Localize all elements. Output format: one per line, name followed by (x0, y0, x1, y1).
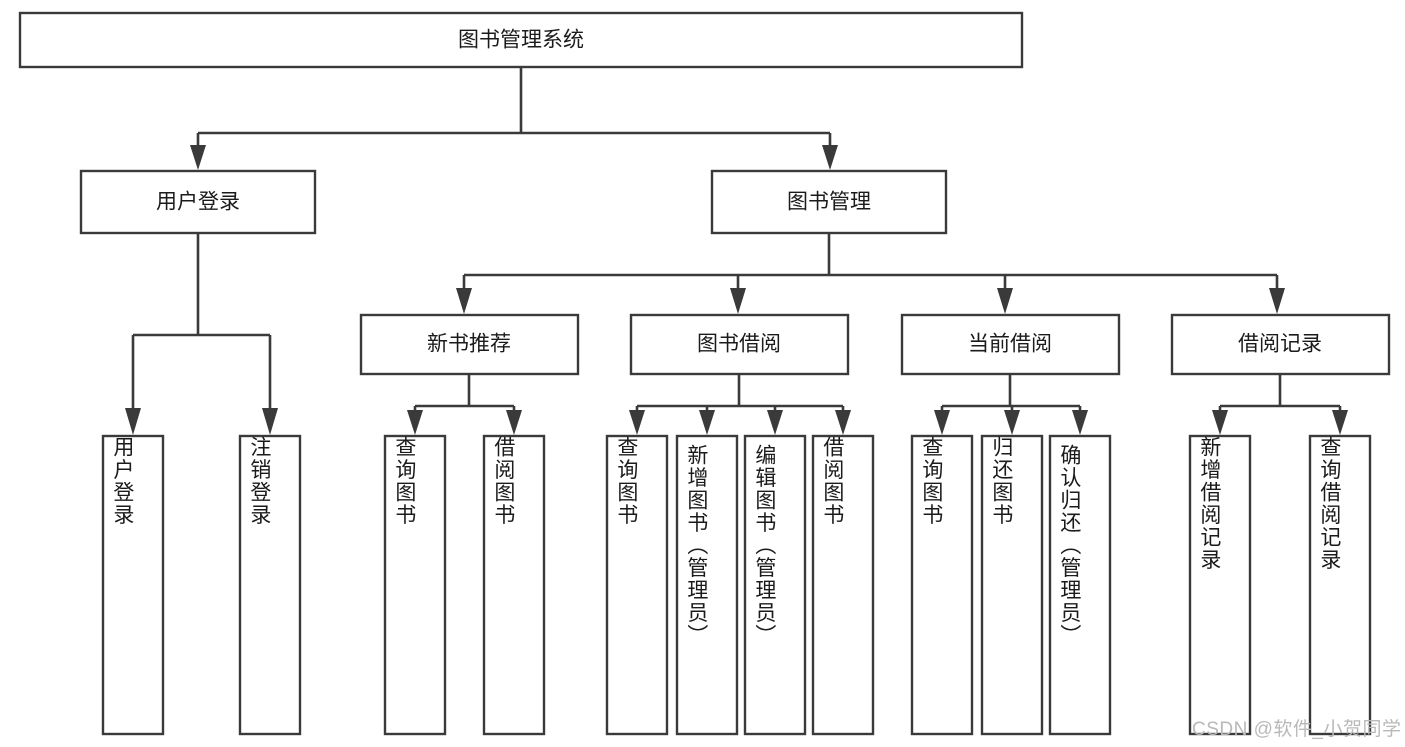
node-label-title: 图书管理系统 (458, 29, 584, 52)
arrowhead-current-to-confirm (1072, 410, 1088, 435)
node-label-book-management: 图书管理 (787, 191, 871, 214)
arrowhead-current-to-return (1004, 410, 1020, 435)
arrowhead-borrow-to-add (699, 410, 715, 435)
arrowhead-root-to-user-login (190, 145, 206, 170)
leaf-box-user-login[interactable] (101, 434, 165, 736)
connector-group-root (190, 67, 838, 170)
arrowhead-newbooks-to-borrow (506, 410, 522, 435)
arrowhead-borrow-to-borrowbook (835, 410, 851, 435)
node-box-book-borrow[interactable] (629, 313, 850, 376)
node-book-management[interactable]: 图书管理 (710, 169, 948, 235)
node-new-book-recommend[interactable]: 新书推荐 (359, 313, 580, 376)
node-label-current-borrow: 当前借阅 (968, 333, 1052, 356)
arrowhead-borrow-to-query (629, 410, 645, 435)
connector-group-book-borrow (629, 374, 851, 435)
connector-group-current-borrow (934, 374, 1088, 435)
leaf-box-return-book[interactable] (980, 434, 1044, 736)
arrowhead-bookmgmt-to-records (1269, 288, 1285, 314)
node-current-borrow[interactable]: 当前借阅 (900, 313, 1121, 376)
node-box-book-management[interactable] (710, 169, 948, 235)
node-box-current-borrow[interactable] (900, 313, 1121, 376)
csdn-watermark: CSDN @软件_小贺同学 (1192, 719, 1402, 740)
arrowhead-bookmgmt-to-new-books (456, 288, 472, 314)
node-box-new-book-recommend[interactable] (359, 313, 580, 376)
node-box-title[interactable] (18, 11, 1024, 69)
arrowhead-current-to-query (934, 410, 950, 435)
leaf-box-query-books-rec[interactable] (383, 434, 447, 736)
connector-group-book-mgmt (456, 233, 1285, 314)
leaf-box-borrow-books-rec[interactable] (482, 434, 546, 736)
node-box-borrow-records[interactable] (1170, 313, 1391, 376)
leaf-box-group (101, 434, 1372, 736)
arrowhead-bookmgmt-to-current (997, 288, 1013, 314)
leaf-box-edit-book-admin[interactable] (743, 434, 807, 736)
connector-group-new-books (407, 374, 522, 435)
node-label-new-book-recommend: 新书推荐 (427, 333, 511, 356)
leaf-box-add-borrow-record[interactable] (1188, 434, 1252, 736)
node-user-login[interactable]: 用户登录 (79, 169, 317, 235)
leaf-box-add-book-admin[interactable] (675, 434, 739, 736)
leaf-box-borrow-book[interactable] (811, 434, 875, 736)
arrowhead-userlogin-to-logout (262, 408, 278, 435)
node-title[interactable]: 图书管理系统 (18, 11, 1024, 69)
connector-group-borrow-records (1212, 374, 1348, 435)
node-label-book-borrow: 图书借阅 (697, 333, 781, 356)
node-label-borrow-records: 借阅记录 (1238, 333, 1322, 356)
node-box-user-login[interactable] (79, 169, 317, 235)
leaf-box-query-books-borrow[interactable] (605, 434, 669, 736)
leaf-box-query-books-current[interactable] (910, 434, 974, 736)
node-borrow-records[interactable]: 借阅记录 (1170, 313, 1391, 376)
arrowhead-borrow-to-edit (767, 410, 783, 435)
node-label-user-login: 用户登录 (156, 191, 240, 214)
arrowhead-bookmgmt-to-borrow (730, 288, 746, 314)
node-book-borrow[interactable]: 图书借阅 (629, 313, 850, 376)
leaf-box-confirm-return-admin[interactable] (1048, 434, 1112, 736)
connector-group-user-login (125, 233, 278, 435)
arrowhead-userlogin-to-login (125, 408, 141, 435)
leaf-box-query-borrow-record[interactable] (1308, 434, 1372, 736)
leaf-box-user-logout[interactable] (238, 434, 302, 736)
arrowhead-records-to-query (1332, 410, 1348, 435)
arrowhead-newbooks-to-query (407, 410, 423, 435)
arrowhead-root-to-book-mgmt (822, 145, 838, 170)
arrowhead-records-to-add (1212, 410, 1228, 435)
